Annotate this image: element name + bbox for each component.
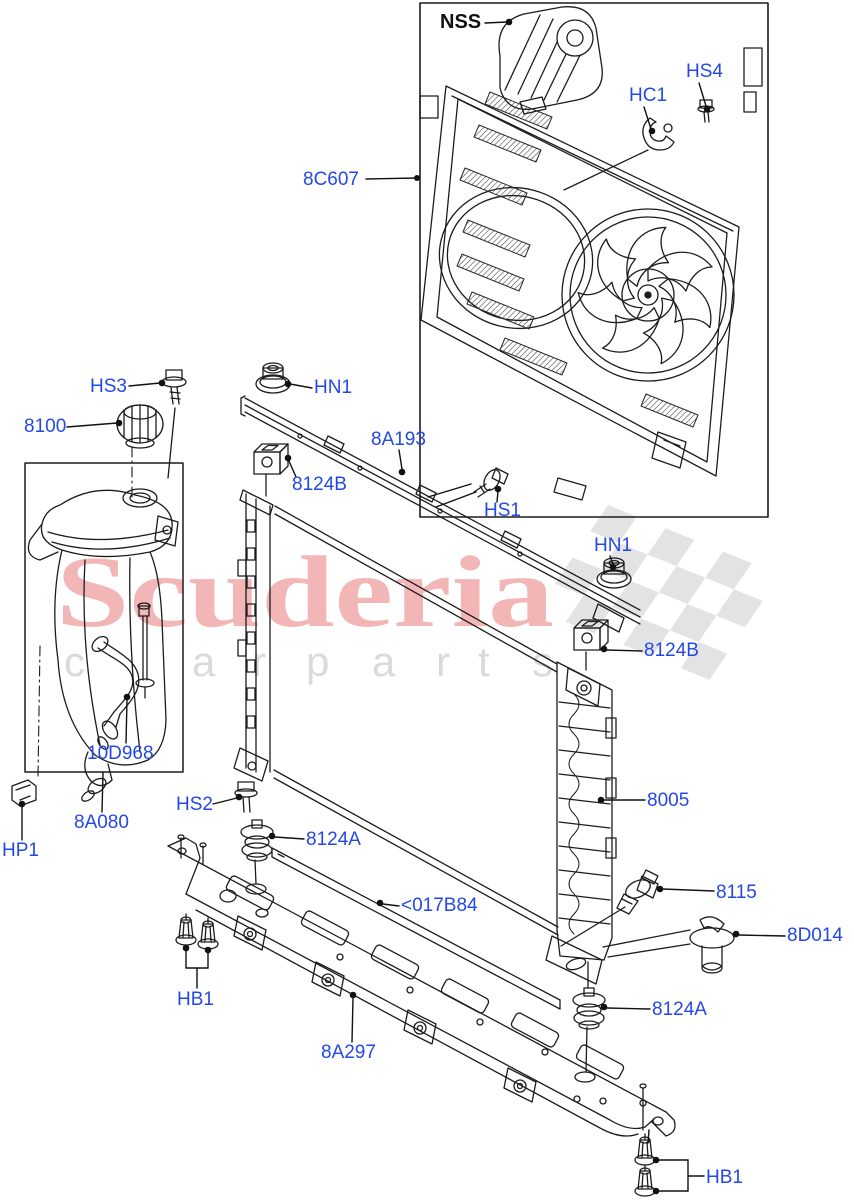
svg-text:a: a <box>372 638 396 685</box>
callout-hb1-right[interactable]: HB1 <box>706 1167 743 1188</box>
callout-nss: NSS <box>440 11 482 33</box>
drain-plug-8d014-drawing <box>602 916 735 974</box>
hn1-nut-left <box>255 362 291 394</box>
callout-10d968[interactable]: 10D968 <box>87 743 154 764</box>
callout-hn1-right[interactable]: HN1 <box>594 535 633 556</box>
callout-hp1[interactable]: HP1 <box>2 840 39 861</box>
tank-pin-drawing <box>135 602 155 699</box>
fan-shroud-drawing <box>419 47 763 501</box>
hs3-bolt-drawing <box>161 369 187 479</box>
fan-motor-drawing <box>498 6 603 115</box>
callout-hb1-left[interactable]: HB1 <box>177 989 214 1010</box>
callout-8124b-left[interactable]: 8124B <box>292 474 347 495</box>
fan-assembly-box <box>419 2 769 518</box>
hb1-bolt-right-2 <box>634 1164 656 1197</box>
svg-text:t: t <box>478 638 490 685</box>
callout-8124b-right[interactable]: 8124B <box>644 640 699 661</box>
svg-text:p: p <box>306 638 329 685</box>
callout-8a193[interactable]: 8A193 <box>371 429 426 450</box>
bracket-8124b-left <box>253 443 289 475</box>
callout-hc1[interactable]: HC1 <box>629 85 668 106</box>
tank-box <box>24 462 184 773</box>
svg-text:c: c <box>64 638 85 685</box>
callout-8124a-left[interactable]: 8124A <box>306 829 361 850</box>
hose-drawing <box>91 635 140 750</box>
callout-8124a-right[interactable]: 8124A <box>652 999 707 1020</box>
callout-hs3[interactable]: HS3 <box>90 376 127 397</box>
radiator-drawing <box>233 489 617 989</box>
leader-lines <box>21 21 786 1192</box>
hp1-clip-drawing <box>11 779 37 807</box>
callout-8115[interactable]: 8115 <box>716 882 757 903</box>
deflector-panel-drawing <box>167 834 676 1137</box>
callout-8100[interactable]: 8100 <box>24 416 67 437</box>
callout-017b84[interactable]: <017B84 <box>401 895 478 916</box>
callout-8d014[interactable]: 8D014 <box>787 925 843 946</box>
svg-text:r: r <box>252 638 266 685</box>
mount-8124a-right <box>572 987 606 1030</box>
svg-text:r: r <box>436 638 450 685</box>
watermark-brand-text: Scuderia <box>56 536 554 649</box>
hs2-bolt-drawing <box>234 781 258 813</box>
hb1-bolt-left-2 <box>197 917 219 950</box>
callout-8c607[interactable]: 8C607 <box>303 169 359 190</box>
sensor-8115-drawing <box>560 869 659 947</box>
vent-slats <box>456 91 699 428</box>
callout-hs1[interactable]: HS1 <box>484 500 521 521</box>
expansion-tank-drawing <box>27 488 179 802</box>
leader-dots <box>18 18 740 1195</box>
cap-drawing <box>116 404 164 449</box>
seal-strip-drawing <box>271 847 561 1010</box>
hb1-bolt-right-1 <box>634 1133 656 1166</box>
mount-8124a-left <box>240 819 274 862</box>
callout-hs4[interactable]: HS4 <box>686 61 723 82</box>
callout-8005[interactable]: 8005 <box>647 790 690 811</box>
hs1-screw-drawing <box>473 467 509 498</box>
callout-hn1-top[interactable]: HN1 <box>314 377 353 398</box>
callout-8a080[interactable]: 8A080 <box>74 812 129 833</box>
callout-hs2[interactable]: HS2 <box>176 794 213 815</box>
hb1-bolt-left-1 <box>175 913 197 946</box>
callout-8a297[interactable]: 8A297 <box>321 1042 376 1063</box>
axis-lines <box>37 446 133 777</box>
svg-text:s: s <box>532 638 553 685</box>
svg-text:a: a <box>192 638 216 685</box>
